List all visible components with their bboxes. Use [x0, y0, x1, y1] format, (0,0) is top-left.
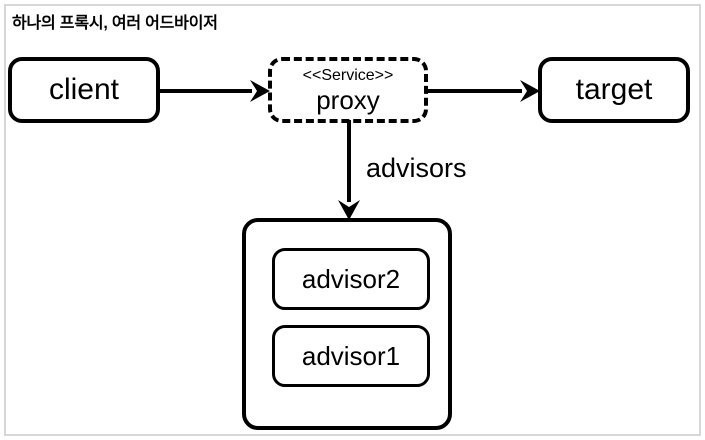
node-target[interactable]: target	[538, 57, 690, 123]
node-proxy-label: proxy	[316, 84, 380, 115]
node-advisor1-label: advisor1	[301, 340, 401, 371]
node-target-label: target	[575, 73, 653, 106]
arrow-client-to-proxy-icon	[160, 80, 270, 102]
arrow-proxy-to-advisors-icon	[338, 120, 360, 220]
node-proxy[interactable]: <<Service>> proxy	[268, 57, 428, 123]
node-client[interactable]: client	[8, 57, 160, 123]
arrow-proxy-to-target-icon	[428, 80, 540, 102]
edge-label-advisors: advisors	[366, 153, 467, 183]
node-advisor1[interactable]: advisor1	[272, 325, 430, 387]
node-advisor2[interactable]: advisor2	[272, 248, 430, 310]
node-client-label: client	[48, 73, 120, 106]
node-advisor2-label: advisor2	[301, 263, 401, 294]
node-proxy-stereotype: <<Service>>	[302, 66, 394, 84]
diagram-title: 하나의 프록시, 여러 어드바이저	[12, 15, 218, 32]
